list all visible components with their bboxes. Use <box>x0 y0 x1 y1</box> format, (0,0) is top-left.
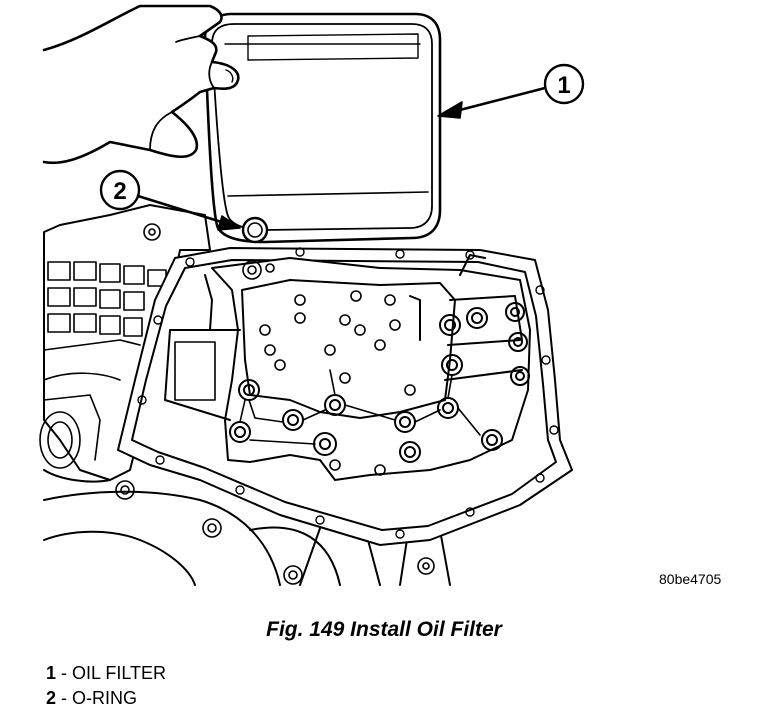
callout-1-number: 1 <box>557 72 570 99</box>
legend-number: 2 <box>46 688 57 708</box>
callout-2-number: 2 <box>113 178 126 205</box>
legend-separator: - <box>56 688 73 708</box>
legend-item: 1 - OIL FILTER <box>46 661 166 686</box>
legend-text: O-RING <box>72 688 138 708</box>
hand <box>42 4 240 165</box>
transmission-illustration: 1 2 <box>39 4 585 586</box>
callout-2 <box>99 169 241 231</box>
legend-separator: - <box>56 663 73 683</box>
oil-filter <box>203 12 442 244</box>
callout-1 <box>437 63 585 119</box>
figure-caption: Fig. 149 Install Oil Filter <box>266 618 502 641</box>
o-ring <box>241 216 269 244</box>
legend-text: OIL FILTER <box>72 663 167 683</box>
legend: 1 - OIL FILTER 2 - O-RING <box>46 661 166 711</box>
image-code: 80be4705 <box>659 571 722 587</box>
legend-item: 2 - O-RING <box>46 686 166 711</box>
legend-number: 1 <box>46 663 57 683</box>
valve-body <box>164 254 531 481</box>
